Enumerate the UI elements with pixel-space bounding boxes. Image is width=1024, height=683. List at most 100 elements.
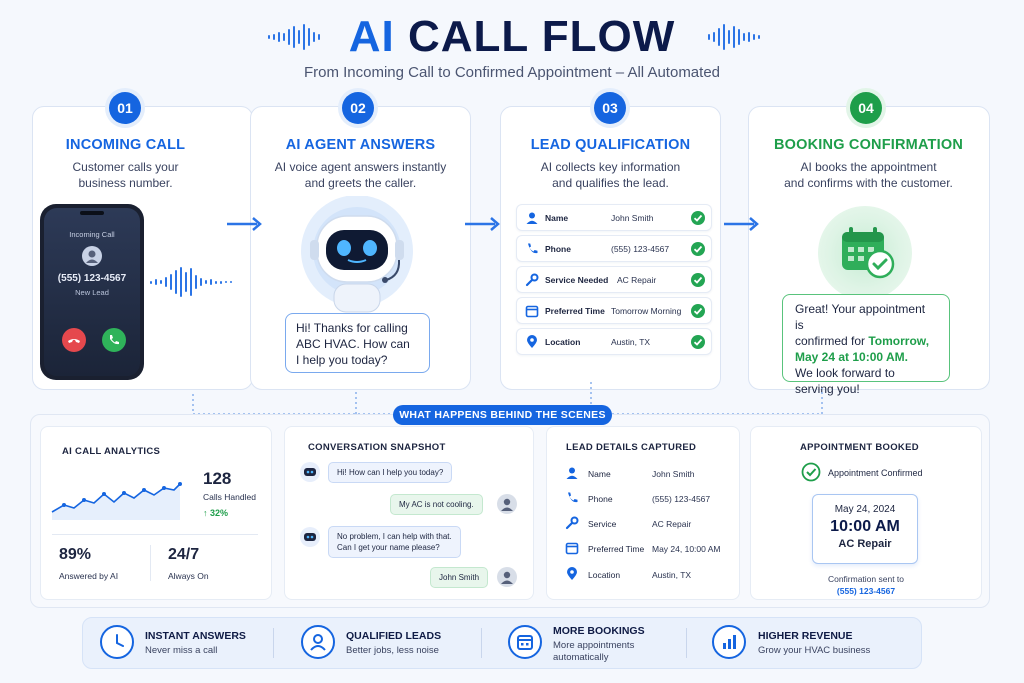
ai-robot-icon (301, 196, 413, 313)
benefit-sub-4: Grow your HVAC business (758, 645, 871, 656)
benefit-title-4: HIGHER REVENUE (758, 630, 853, 642)
location-pin-icon (527, 335, 537, 348)
agent-greeting-bubble: Hi! Thanks for calling ABC HVAC. How can… (285, 313, 430, 373)
confirmed-check-icon (801, 462, 821, 482)
appointment-status: Appointment Confirmed (828, 468, 923, 478)
caller-status: New Lead (75, 288, 109, 297)
left-soundwave-icon (268, 22, 320, 52)
analytics-line-chart (51, 482, 182, 520)
title-ai-word: AI (348, 12, 395, 61)
step-number-2: 02 (342, 92, 374, 124)
appointment-title: APPOINTMENT BOOKED (800, 442, 919, 453)
flow-arrow-2-icon (465, 217, 500, 231)
appointment-service: AC Repair (838, 538, 892, 550)
behind-the-scenes-label: WHAT HAPPENS BEHIND THE SCENES (393, 405, 612, 425)
benefit-sub-2: Better jobs, less noise (346, 645, 439, 656)
chat-message-bot-2: No problem, I can help with that. Can I … (328, 526, 461, 558)
confirmation-sent-number: (555) 123-4567 (836, 586, 896, 596)
phone-notch (80, 211, 104, 215)
qualified-user-icon (301, 625, 335, 659)
smartphone-illustration: Incoming Call (555) 123-4567 New Lead (40, 204, 144, 380)
check-icon (691, 335, 705, 349)
check-icon (691, 304, 705, 318)
lead-field-phone: Phone (555) 123-4567 (516, 235, 712, 262)
phone-screen: Incoming Call (555) 123-4567 New Lead (44, 208, 140, 376)
accept-call-button[interactable] (102, 328, 126, 352)
bot-avatar-icon (300, 527, 320, 547)
wrench-icon (525, 273, 539, 287)
step-title-2: AI AGENT ANSWERS (285, 137, 436, 153)
title-rest-words: CALL FLOW (407, 12, 676, 61)
conversation-title: CONVERSATION SNAPSHOT (308, 442, 446, 453)
user-avatar-icon (497, 494, 517, 514)
booking-confirmation-message: Great! Your appointment is confirmed for… (782, 294, 950, 396)
check-icon (691, 211, 705, 225)
confirmation-sent-label: Confirmation sent to (827, 574, 905, 584)
bot-avatar-icon (300, 462, 320, 482)
caller-avatar-icon (82, 246, 102, 266)
step-title-3: LEAD QUALIFICATION (530, 137, 691, 153)
calls-handled-value: 128 (203, 469, 232, 488)
chat-message-user-2: John Smith (430, 567, 489, 588)
caller-number: (555) 123-4567 (57, 273, 127, 284)
analytics-title: AI CALL ANALYTICS (62, 446, 161, 457)
page-title: AI CALL FLOW (0, 12, 1024, 62)
user-icon (526, 212, 538, 224)
flow-arrow-3-icon (724, 217, 759, 231)
benefits-bar (82, 617, 922, 669)
calendar-confirm-icon (818, 206, 912, 300)
benefit-divider (273, 628, 274, 658)
lead-detail-time: Preferred Time May 24, 10:00 AM (565, 541, 745, 557)
benefit-sub-3: More appointments automatically (553, 640, 635, 663)
analytics-vertical-divider (150, 545, 151, 581)
lead-detail-phone: Phone (555) 123-4567 (565, 491, 745, 507)
flow-arrow-1-icon (227, 217, 262, 231)
step-title-1: INCOMING CALL (65, 137, 186, 153)
calls-handled-label: Calls Handled (203, 492, 256, 502)
analytics-divider (52, 534, 258, 535)
chat-message-user-1: My AC is not cooling. (390, 494, 483, 515)
lead-detail-service: Service AC Repair (565, 516, 745, 532)
lead-details-panel (546, 426, 740, 600)
page-subtitle: From Incoming Call to Confirmed Appointm… (303, 64, 721, 81)
appointment-date-card: May 24, 2024 10:00 AM AC Repair (812, 494, 918, 564)
phone-icon (528, 243, 538, 254)
wrench-icon (565, 516, 579, 530)
calendar-icon (565, 542, 579, 555)
right-soundwave-icon (708, 22, 760, 52)
user-icon (566, 467, 578, 479)
lead-field-location: Location Austin, TX (516, 328, 712, 355)
user-avatar-icon (497, 567, 517, 587)
bookings-calendar-icon (508, 625, 542, 659)
benefit-title-1: INSTANT ANSWERS (145, 630, 246, 642)
benefit-divider (686, 628, 687, 658)
decline-call-button[interactable] (62, 328, 86, 352)
always-on-value: 24/7 (168, 546, 200, 563)
revenue-chart-icon (712, 625, 746, 659)
calls-growth: ↑ 32% (203, 508, 229, 518)
lead-detail-name: Name John Smith (565, 466, 745, 482)
call-soundwave-icon (150, 266, 232, 298)
clock-icon (100, 625, 134, 659)
lead-detail-location: Location Austin, TX (565, 567, 745, 583)
chat-message-bot-1: Hi! How can I help you today? (328, 462, 453, 483)
check-icon (691, 242, 705, 256)
always-on-label: Always On (168, 571, 209, 581)
benefit-title-3: MORE BOOKINGS (553, 625, 645, 637)
check-icon (691, 273, 705, 287)
answered-by-ai-label: Answered by AI (59, 571, 119, 581)
conversation-panel (284, 426, 534, 600)
benefit-title-2: QUALIFIED LEADS (346, 630, 442, 642)
incoming-call-label: Incoming Call (69, 230, 115, 239)
step-title-4: BOOKING CONFIRMATION (774, 137, 963, 153)
lead-field-time: Preferred Time Tomorrow Morning (516, 297, 712, 324)
appointment-time: 10:00 AM (830, 518, 900, 535)
location-pin-icon (567, 567, 577, 580)
lead-field-name: Name John Smith (516, 204, 712, 231)
benefit-sub-1: Never miss a call (145, 645, 218, 656)
step-number-4: 04 (850, 92, 882, 124)
